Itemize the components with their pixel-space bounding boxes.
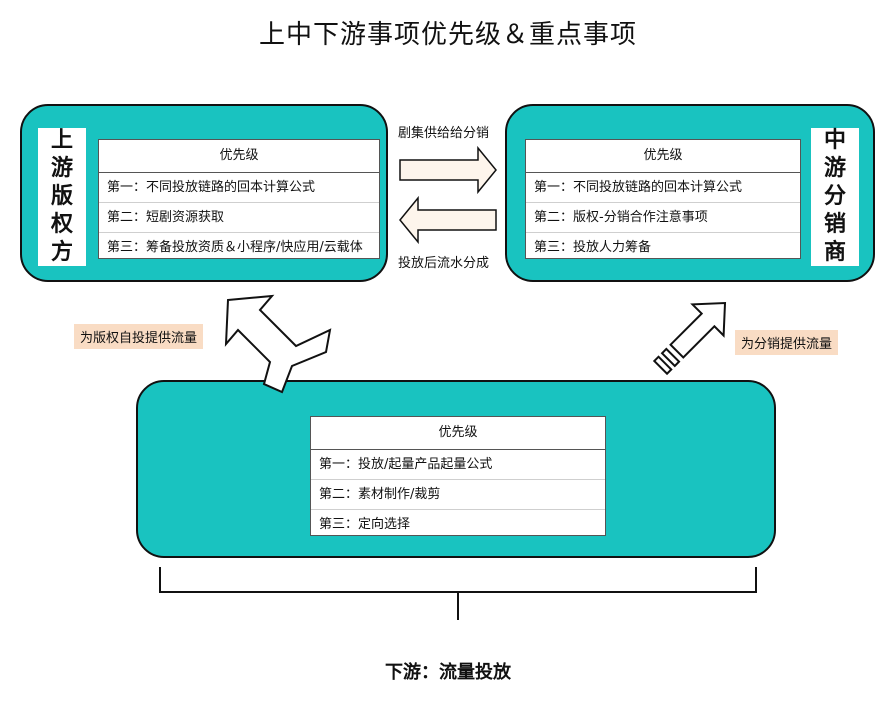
list-item: 第二：短剧资源获取	[99, 203, 379, 233]
list-item: 第二：素材制作/裁剪	[311, 480, 605, 510]
downstream-panel: 优先级 第一：投放/起量产品起量公式 第二：素材制作/裁剪 第三：定向选择	[136, 380, 776, 558]
flow-label-mid-to-up: 投放后流水分成	[398, 256, 490, 271]
list-item: 第一：不同投放链路的回本计算公式	[526, 173, 800, 203]
list-item: 第二：版权-分销合作注意事项	[526, 203, 800, 233]
downstream-bracket	[159, 567, 757, 620]
upstream-panel: 上 游 版 权 方 优先级 第一：不同投放链路的回本计算公式 第二：短剧资源获取…	[20, 104, 388, 282]
upstream-label: 上 游 版 权 方	[38, 128, 86, 266]
flow-tag-down-to-up: 为版权自投提供流量	[74, 324, 204, 349]
list-item: 第一：不同投放链路的回本计算公式	[99, 173, 379, 203]
flow-tag-down-to-mid: 为分销提供流量	[735, 330, 839, 355]
midstream-label: 中 游 分 销 商	[811, 128, 859, 266]
left-arrow-icon	[399, 195, 497, 245]
list-item: 第三：定向选择	[319, 517, 411, 532]
list-item: 第三：筹备投放资质＆小程序/快应用/云载体	[107, 240, 363, 255]
list-item: 第一：投放/起量产品起量公式	[311, 450, 605, 480]
right-arrow-icon	[399, 145, 497, 195]
flow-label-up-to-mid: 剧集供给给分销	[398, 126, 490, 141]
priority-header: 优先级	[311, 417, 605, 450]
up-right-arrow-icon	[652, 301, 727, 376]
priority-header: 优先级	[526, 140, 800, 173]
list-item: 第三：投放人力筹备	[534, 240, 652, 255]
priority-header: 优先级	[99, 140, 379, 173]
midstream-priority-list: 优先级 第一：不同投放链路的回本计算公式 第二：版权-分销合作注意事项 第三：投…	[525, 139, 801, 259]
downstream-priority-list: 优先级 第一：投放/起量产品起量公式 第二：素材制作/裁剪 第三：定向选择	[310, 416, 606, 536]
midstream-panel: 优先级 第一：不同投放链路的回本计算公式 第二：版权-分销合作注意事项 第三：投…	[505, 104, 875, 282]
y-branch-arrow-icon	[224, 294, 332, 394]
upstream-priority-list: 优先级 第一：不同投放链路的回本计算公式 第二：短剧资源获取 第三：筹备投放资质…	[98, 139, 380, 259]
downstream-title: 下游：流量投放	[385, 662, 511, 683]
diagram-title: 上中下游事项优先级＆重点事项	[258, 20, 637, 50]
